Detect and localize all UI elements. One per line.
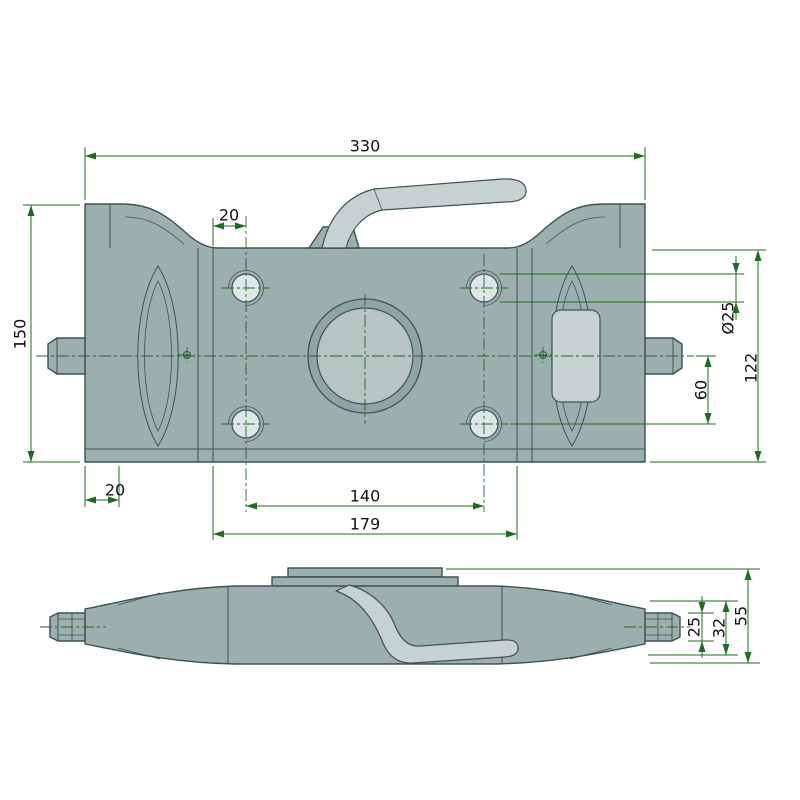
thread-arc — [228, 406, 264, 442]
part-body-side — [49, 567, 681, 665]
edge-line — [545, 216, 606, 245]
dimensions-side: 25 32 55 — [446, 568, 760, 664]
dim-overall-width-label: 330 — [350, 137, 381, 156]
dim-plate-height-label: 122 — [742, 353, 761, 384]
top-view: 330 150 20 Ø25 122 — [11, 137, 766, 540]
cap-step-upper — [287, 567, 443, 578]
dim-hole-edge-offset-label: 20 — [219, 206, 239, 225]
edge-line — [569, 592, 613, 606]
handle-lever-side — [335, 584, 519, 664]
edge-line — [117, 592, 161, 606]
dim-overall-height-side-label: 55 — [732, 606, 751, 626]
dimensions-top: 330 150 20 Ø25 122 — [11, 137, 766, 540]
thread-arc — [466, 406, 502, 442]
dim-plate-width-label: 179 — [350, 515, 381, 534]
side-view: 25 32 55 — [40, 567, 760, 665]
wing-slot-inner — [144, 280, 172, 432]
thread-arc — [466, 270, 502, 306]
dim-hole-diameter-label: Ø25 — [719, 302, 738, 335]
dim-hole-column-spacing-label: 140 — [350, 487, 381, 506]
dim-hole-row-spacing-label: 60 — [692, 380, 711, 400]
edge-line — [569, 647, 613, 660]
wing-slot — [137, 265, 179, 447]
thread-arc — [228, 270, 264, 306]
dim-pin-diameter-label: 25 — [685, 617, 704, 637]
edge-line — [124, 216, 185, 245]
dim-overall-height-label: 150 — [11, 319, 30, 350]
dim-end-thickness-label: 32 — [710, 618, 729, 638]
edge-line — [117, 647, 161, 660]
centerlines-top — [36, 216, 694, 512]
edge-line — [373, 188, 383, 211]
dim-edge-offset-label: 20 — [105, 481, 125, 500]
handle-lever — [321, 178, 527, 249]
